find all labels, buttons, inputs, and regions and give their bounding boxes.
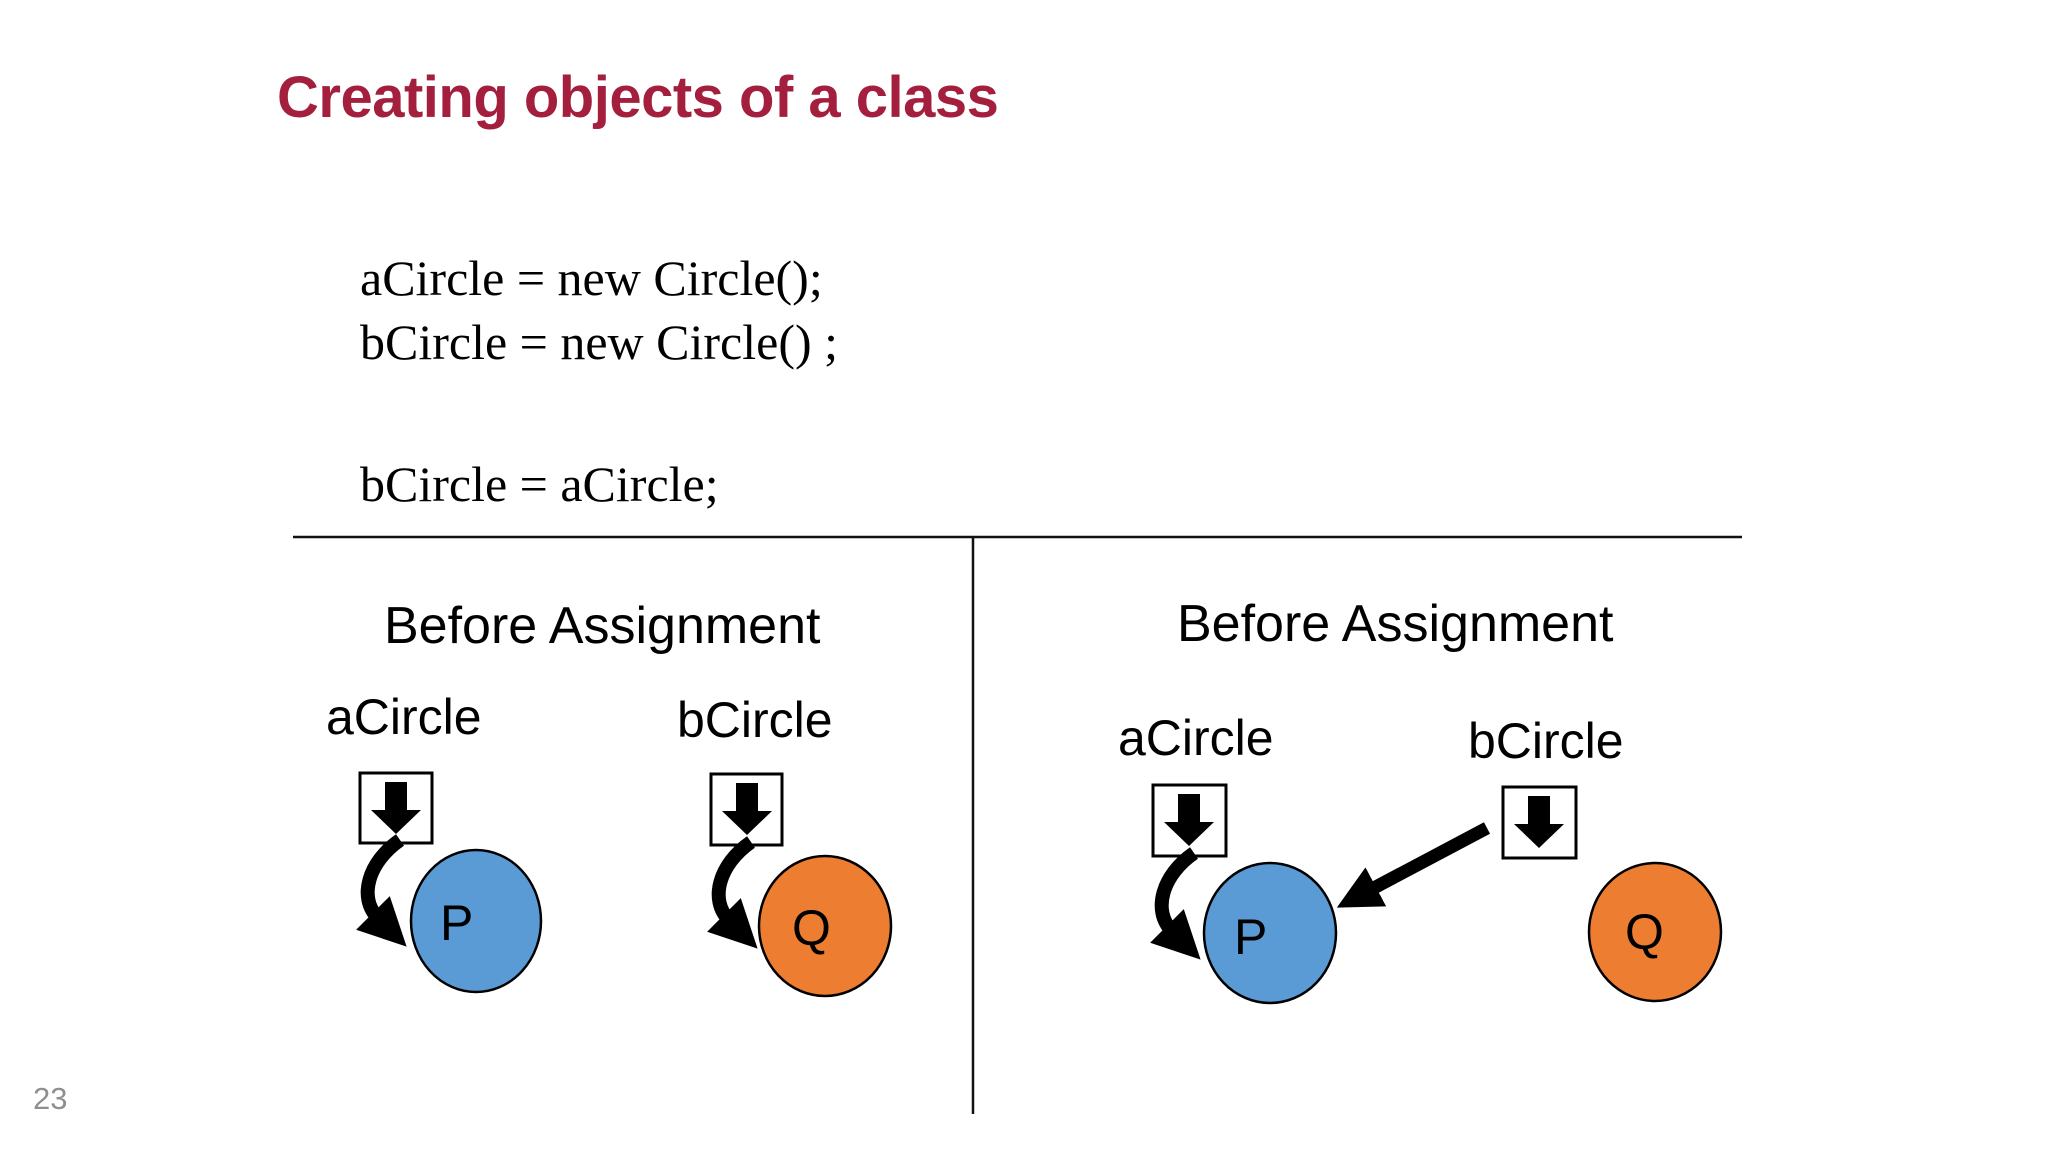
panel-heading-right: Before Assignment <box>1177 595 1614 653</box>
var-label-acircle-right: aCircle <box>1118 710 1274 766</box>
code-block: aCircle = new Circle(); bCircle = new Ci… <box>360 246 838 516</box>
down-arrow-icon <box>722 783 772 835</box>
code-line-2: bCircle = new Circle() ; <box>360 314 839 370</box>
down-arrow-icon <box>1514 796 1564 848</box>
page-number: 23 <box>33 1081 68 1116</box>
object-circle-p-right <box>1202 861 1338 1005</box>
curved-arrow-icon <box>356 834 407 947</box>
assignment-arrow-icon <box>1336 822 1491 908</box>
var-label-acircle-left: aCircle <box>326 689 482 745</box>
var-label-bcircle-right: bCircle <box>1468 713 1624 769</box>
slide-title: Creating objects of a class <box>277 65 999 130</box>
object-circle-q-left <box>757 854 893 998</box>
curved-arrow-icon <box>1150 847 1201 960</box>
object-label-q-right: Q <box>1625 904 1664 960</box>
down-arrow-icon <box>371 782 421 834</box>
object-circle-q-right <box>1587 861 1723 1003</box>
object-label-q-left: Q <box>792 900 831 956</box>
object-circle-p-left <box>409 848 543 994</box>
panel-heading-left: Before Assignment <box>384 597 821 655</box>
code-line-3: bCircle = aCircle; <box>360 456 719 512</box>
code-line-1: aCircle = new Circle(); <box>360 250 823 306</box>
object-label-p-right: P <box>1234 909 1267 965</box>
curved-arrow-icon <box>707 836 758 949</box>
down-arrow-icon <box>1164 794 1214 846</box>
object-label-p-left: P <box>440 895 473 951</box>
var-label-bcircle-left: bCircle <box>677 692 833 748</box>
